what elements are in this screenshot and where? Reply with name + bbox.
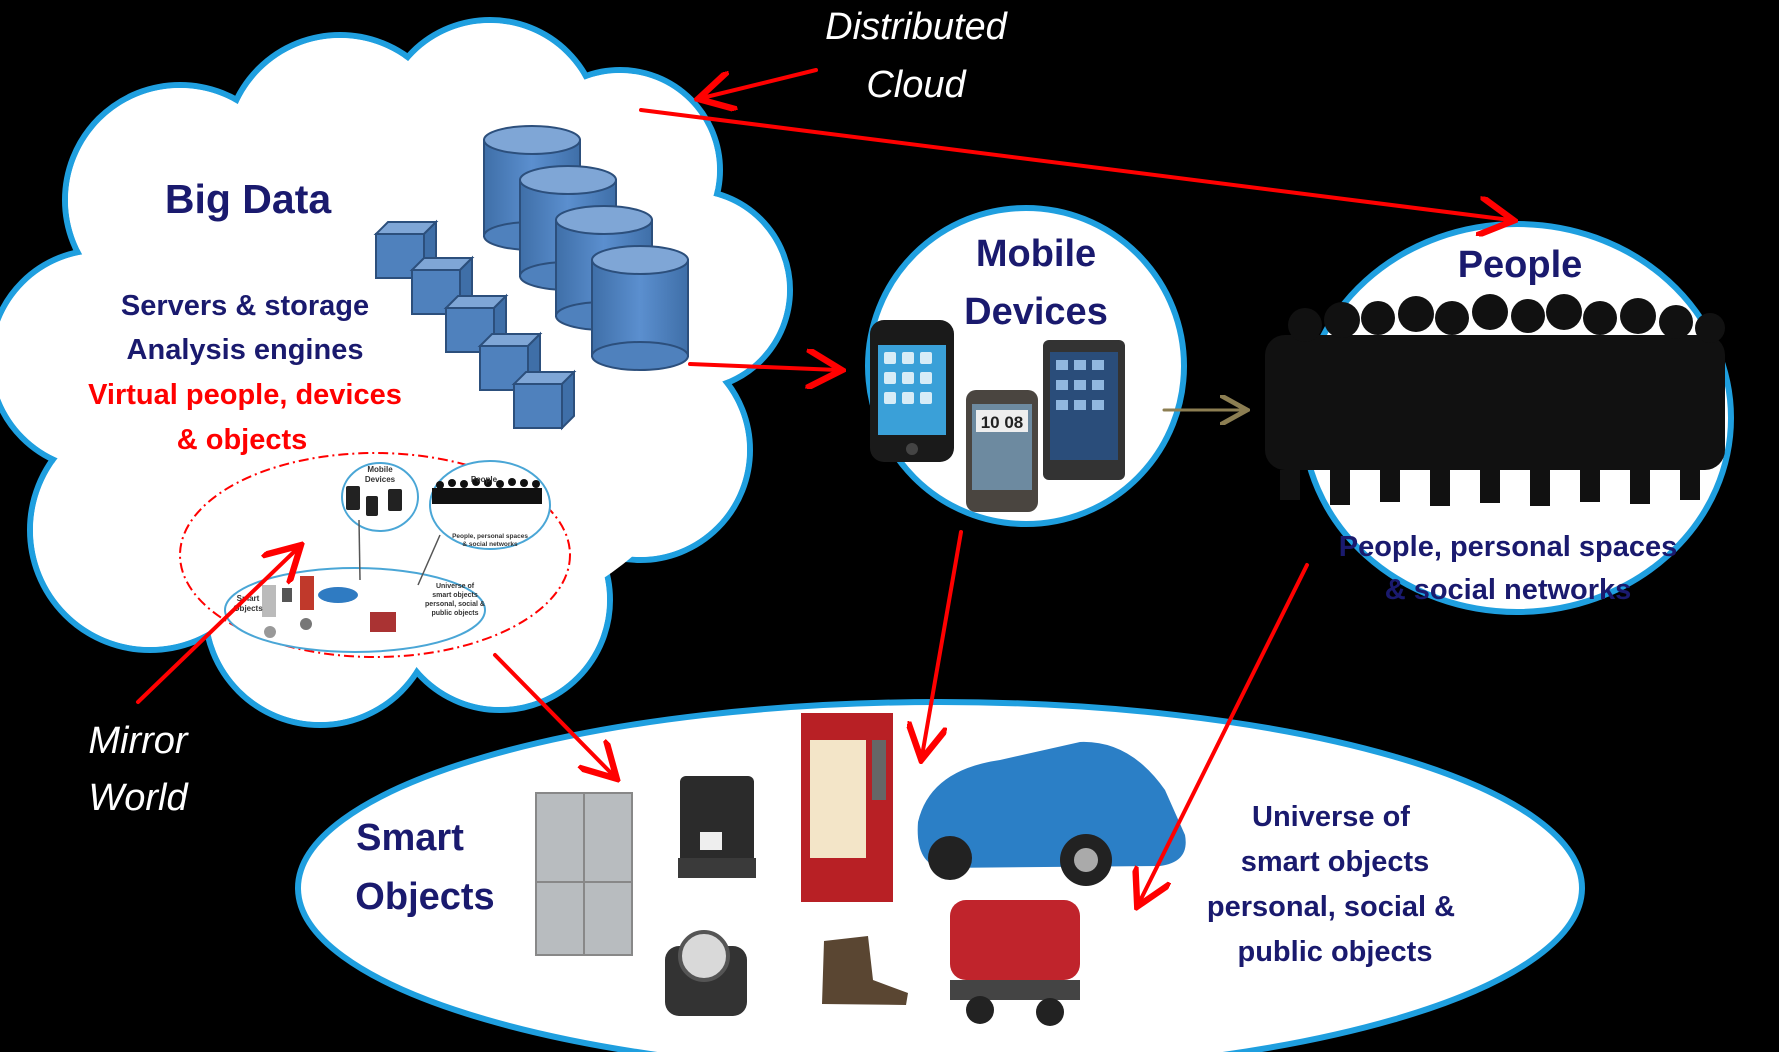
mini-universe-label: Universe of smart objects personal, social… <box>425 583 485 617</box>
mini-universe3: personal, social & <box>425 601 485 608</box>
people-title: People <box>1458 244 1583 286</box>
people-silhouette-icon <box>1265 294 1725 506</box>
smart-desc2: smart objects <box>1241 846 1430 878</box>
mini-mobile-line2: Devices <box>365 475 396 484</box>
smart-title-line1: Smart <box>356 817 464 859</box>
mirror-line1: Mirror <box>88 720 189 762</box>
arrow-cloud-to-people <box>639 108 1510 220</box>
people-sub2: & social networks <box>1385 574 1632 606</box>
cloud-line-analysis: Analysis engines <box>127 334 364 366</box>
people-node: People People, personal spaces & social n… <box>1265 221 1734 615</box>
arrow-cloud-to-mobile <box>688 364 838 370</box>
mini-universe4: public objects <box>431 610 478 617</box>
smart-objects-description: Universe of smart objects personal, social… <box>1207 801 1455 968</box>
smart-desc1: Universe of <box>1252 801 1410 833</box>
distributed-line2: Cloud <box>866 64 967 106</box>
car-icon <box>917 741 1186 886</box>
mini-smart-line2: Objects <box>233 604 263 613</box>
mini-people-label: People <box>471 475 498 484</box>
arrows <box>136 68 1510 903</box>
mini-mobile-line1: Mobile <box>367 465 393 474</box>
mini-people-sub2: & social networks <box>462 541 518 548</box>
people-sub1: People, personal spaces <box>1339 531 1677 563</box>
arrow-distributed-cloud <box>702 68 818 98</box>
arrow-cloud-to-smart <box>493 653 614 776</box>
mobile-title-line1: Mobile <box>976 233 1096 275</box>
smart-desc3: personal, social & <box>1207 891 1455 923</box>
mini-people-sub: People, personal spaces& social networks <box>452 533 528 548</box>
arrow-people-to-smart <box>1139 563 1309 903</box>
arrow-mobile-to-smart <box>922 530 963 756</box>
distributed-line1: Distributed <box>825 6 1008 48</box>
smart-desc4: public objects <box>1238 936 1433 968</box>
coffee-machine-icon <box>678 776 756 878</box>
database-cylinder-icon <box>483 125 689 371</box>
smart-title-line2: Objects <box>355 876 494 918</box>
mini-universe2: smart objects <box>432 592 478 599</box>
big-data-title: Big Data <box>165 176 333 222</box>
mini-people-sub1: People, personal spaces <box>452 533 528 540</box>
people-subtitle: People, personal spaces & social networks <box>1339 531 1677 606</box>
cloud-line-servers: Servers & storage <box>121 290 369 322</box>
svg-text:10 08: 10 08 <box>981 413 1024 432</box>
watch-icon <box>665 930 747 1016</box>
smartphone-icon: 10 08 <box>870 320 1125 512</box>
stroller-icon <box>950 900 1080 1026</box>
server-cube-icon <box>373 219 577 431</box>
cloud-line-virtual: Virtual people, devices <box>88 379 402 411</box>
mirror-line2: World <box>88 777 189 819</box>
arrow-mirror-world <box>136 548 298 704</box>
mobile-title-line2: Devices <box>964 291 1108 333</box>
refrigerator-icon <box>535 792 633 956</box>
boot-icon <box>822 936 908 1005</box>
vending-machine-icon <box>801 713 893 902</box>
mini-universe1: Universe of <box>436 583 475 590</box>
cloud-line-objects: & objects <box>177 424 308 456</box>
